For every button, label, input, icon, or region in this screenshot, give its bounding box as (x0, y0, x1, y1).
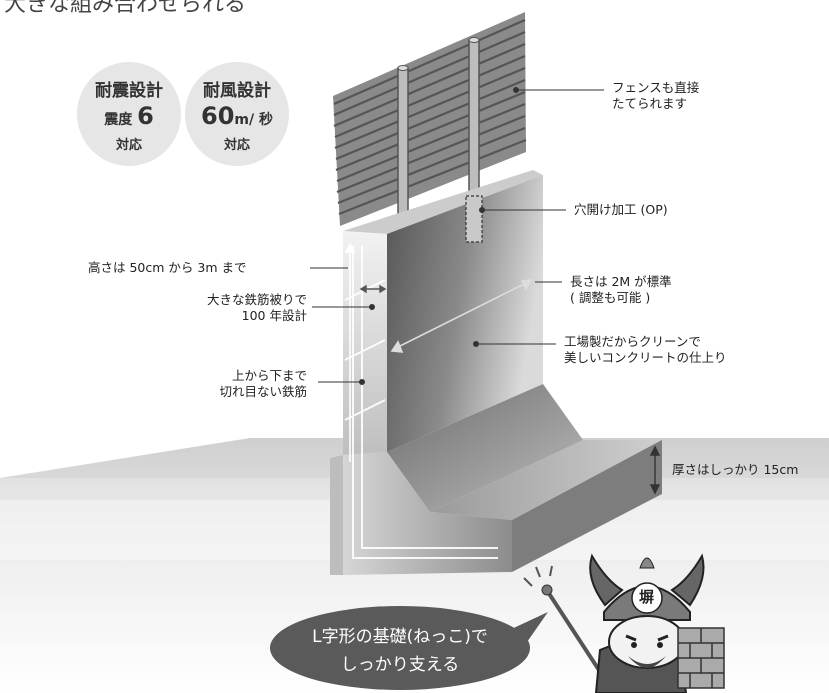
badge-title: 耐震設計 (95, 81, 163, 101)
thickness-annotation: 厚さはしっかり 15cm (672, 462, 799, 477)
hole-annotation: 穴開け加工 (OP) (574, 202, 668, 217)
seismic-design-badge: 耐震設計 震度 6 対応 (77, 62, 181, 166)
l-shaped-concrete-wall (330, 170, 662, 575)
leader-lines (310, 87, 604, 385)
badge-foot: 対応 (223, 138, 250, 153)
badge-foot: 対応 (115, 138, 142, 153)
rebar-annotation: 上から下まで切れ目ない鉄筋 (219, 368, 307, 399)
fence-panel (333, 12, 527, 241)
mascot-helmet-char: 塀 (639, 588, 655, 606)
length-annotation: 長さは 2M が標準( 調整も可能 ) (570, 274, 672, 305)
bubble-line-2: しっかり支える (340, 655, 460, 675)
samurai-mascot (523, 553, 725, 693)
wind-design-badge: 耐風設計 60m/ 秒 対応 (185, 62, 289, 166)
badge-value: 震度 6 (104, 102, 154, 130)
factory-annotation: 工場製だからクリーンで美しいコンクリートの仕上り (564, 334, 727, 365)
badge-value: 60m/ 秒 (201, 102, 273, 130)
speech-bubble: L字形の基礎(ねっこ)で しっかり支える (270, 606, 530, 690)
height-annotation: 高さは 50cm から 3m まで (88, 260, 247, 275)
fence-annotation: フェンスも直接たてられます (612, 80, 700, 111)
badge-title: 耐風設計 (203, 81, 271, 101)
headline-text: 大きな組み合わせられる (4, 0, 247, 17)
bubble-line-1: L字形の基礎(ねっこ)で (312, 627, 488, 647)
